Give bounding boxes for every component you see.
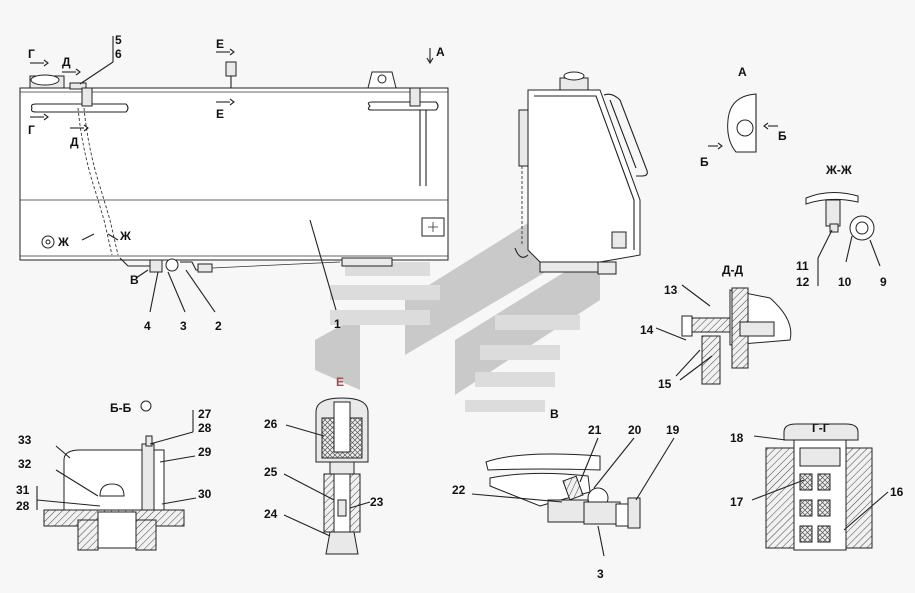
label-3-v: 3 (597, 567, 604, 581)
label-27: 27 (198, 407, 212, 421)
section-e (283, 397, 371, 555)
b-b-title: Б-Б (110, 401, 132, 415)
label-9: 9 (880, 275, 887, 289)
label-e-top: Е (216, 37, 224, 51)
e-section-title: Е (336, 375, 344, 389)
label-5: 5 (115, 33, 122, 47)
label-a-view: А (436, 45, 445, 59)
label-30: 30 (198, 487, 212, 501)
label-v-view: В (130, 273, 139, 287)
view-a (708, 93, 778, 153)
label-2: 2 (215, 319, 222, 333)
label-1: 1 (334, 317, 341, 331)
label-26: 26 (264, 417, 278, 431)
label-zh-right: Ж (119, 229, 131, 243)
label-e-bot: Е (216, 107, 224, 121)
label-32: 32 (18, 457, 32, 471)
label-31: 31 (16, 483, 30, 497)
label-22: 22 (452, 483, 466, 497)
label-14: 14 (640, 323, 654, 337)
main-tank-view (19, 36, 449, 313)
label-d-bot: Д (70, 135, 79, 149)
label-28a: 28 (198, 421, 212, 435)
label-3: 3 (180, 319, 187, 333)
label-15: 15 (658, 377, 672, 391)
label-19: 19 (666, 423, 680, 437)
v-section-title: В (550, 407, 559, 421)
label-6: 6 (115, 47, 122, 61)
view-a-b-left: Б (700, 155, 709, 169)
zh-zh-title: Ж-Ж (825, 163, 852, 177)
label-12: 12 (796, 275, 810, 289)
label-layer: Г Д 5 6 Е А Г Д Е Ж Ж В 4 3 2 1 А Б Б Ж-… (16, 33, 904, 581)
label-zh-left: Ж (57, 235, 69, 249)
label-16: 16 (890, 485, 904, 499)
g-g-title: Г-Г (812, 421, 830, 435)
section-d-d (655, 284, 792, 385)
label-17: 17 (730, 495, 744, 509)
label-g-bot: Г (28, 123, 35, 137)
tank-end-view (514, 71, 648, 275)
label-10: 10 (838, 275, 852, 289)
d-d-title: Д-Д (722, 263, 744, 277)
tank-body (19, 87, 449, 261)
label-25: 25 (264, 465, 278, 479)
label-d-top: Д (62, 55, 71, 69)
label-33: 33 (18, 433, 32, 447)
label-21: 21 (588, 423, 602, 437)
view-a-title: А (738, 65, 747, 79)
label-23: 23 (370, 495, 384, 509)
label-28b: 28 (16, 499, 30, 513)
section-zh-zh (805, 192, 881, 286)
label-24: 24 (264, 507, 278, 521)
label-18: 18 (730, 431, 744, 445)
label-4: 4 (144, 319, 151, 333)
view-a-b-right: Б (778, 129, 787, 143)
label-29: 29 (198, 445, 212, 459)
section-b-b (36, 400, 197, 551)
label-11: 11 (796, 259, 809, 273)
label-g-top: Г (28, 47, 35, 61)
label-20: 20 (628, 423, 642, 437)
section-v (471, 437, 675, 557)
section-g-g (751, 423, 889, 551)
label-13: 13 (664, 283, 678, 297)
